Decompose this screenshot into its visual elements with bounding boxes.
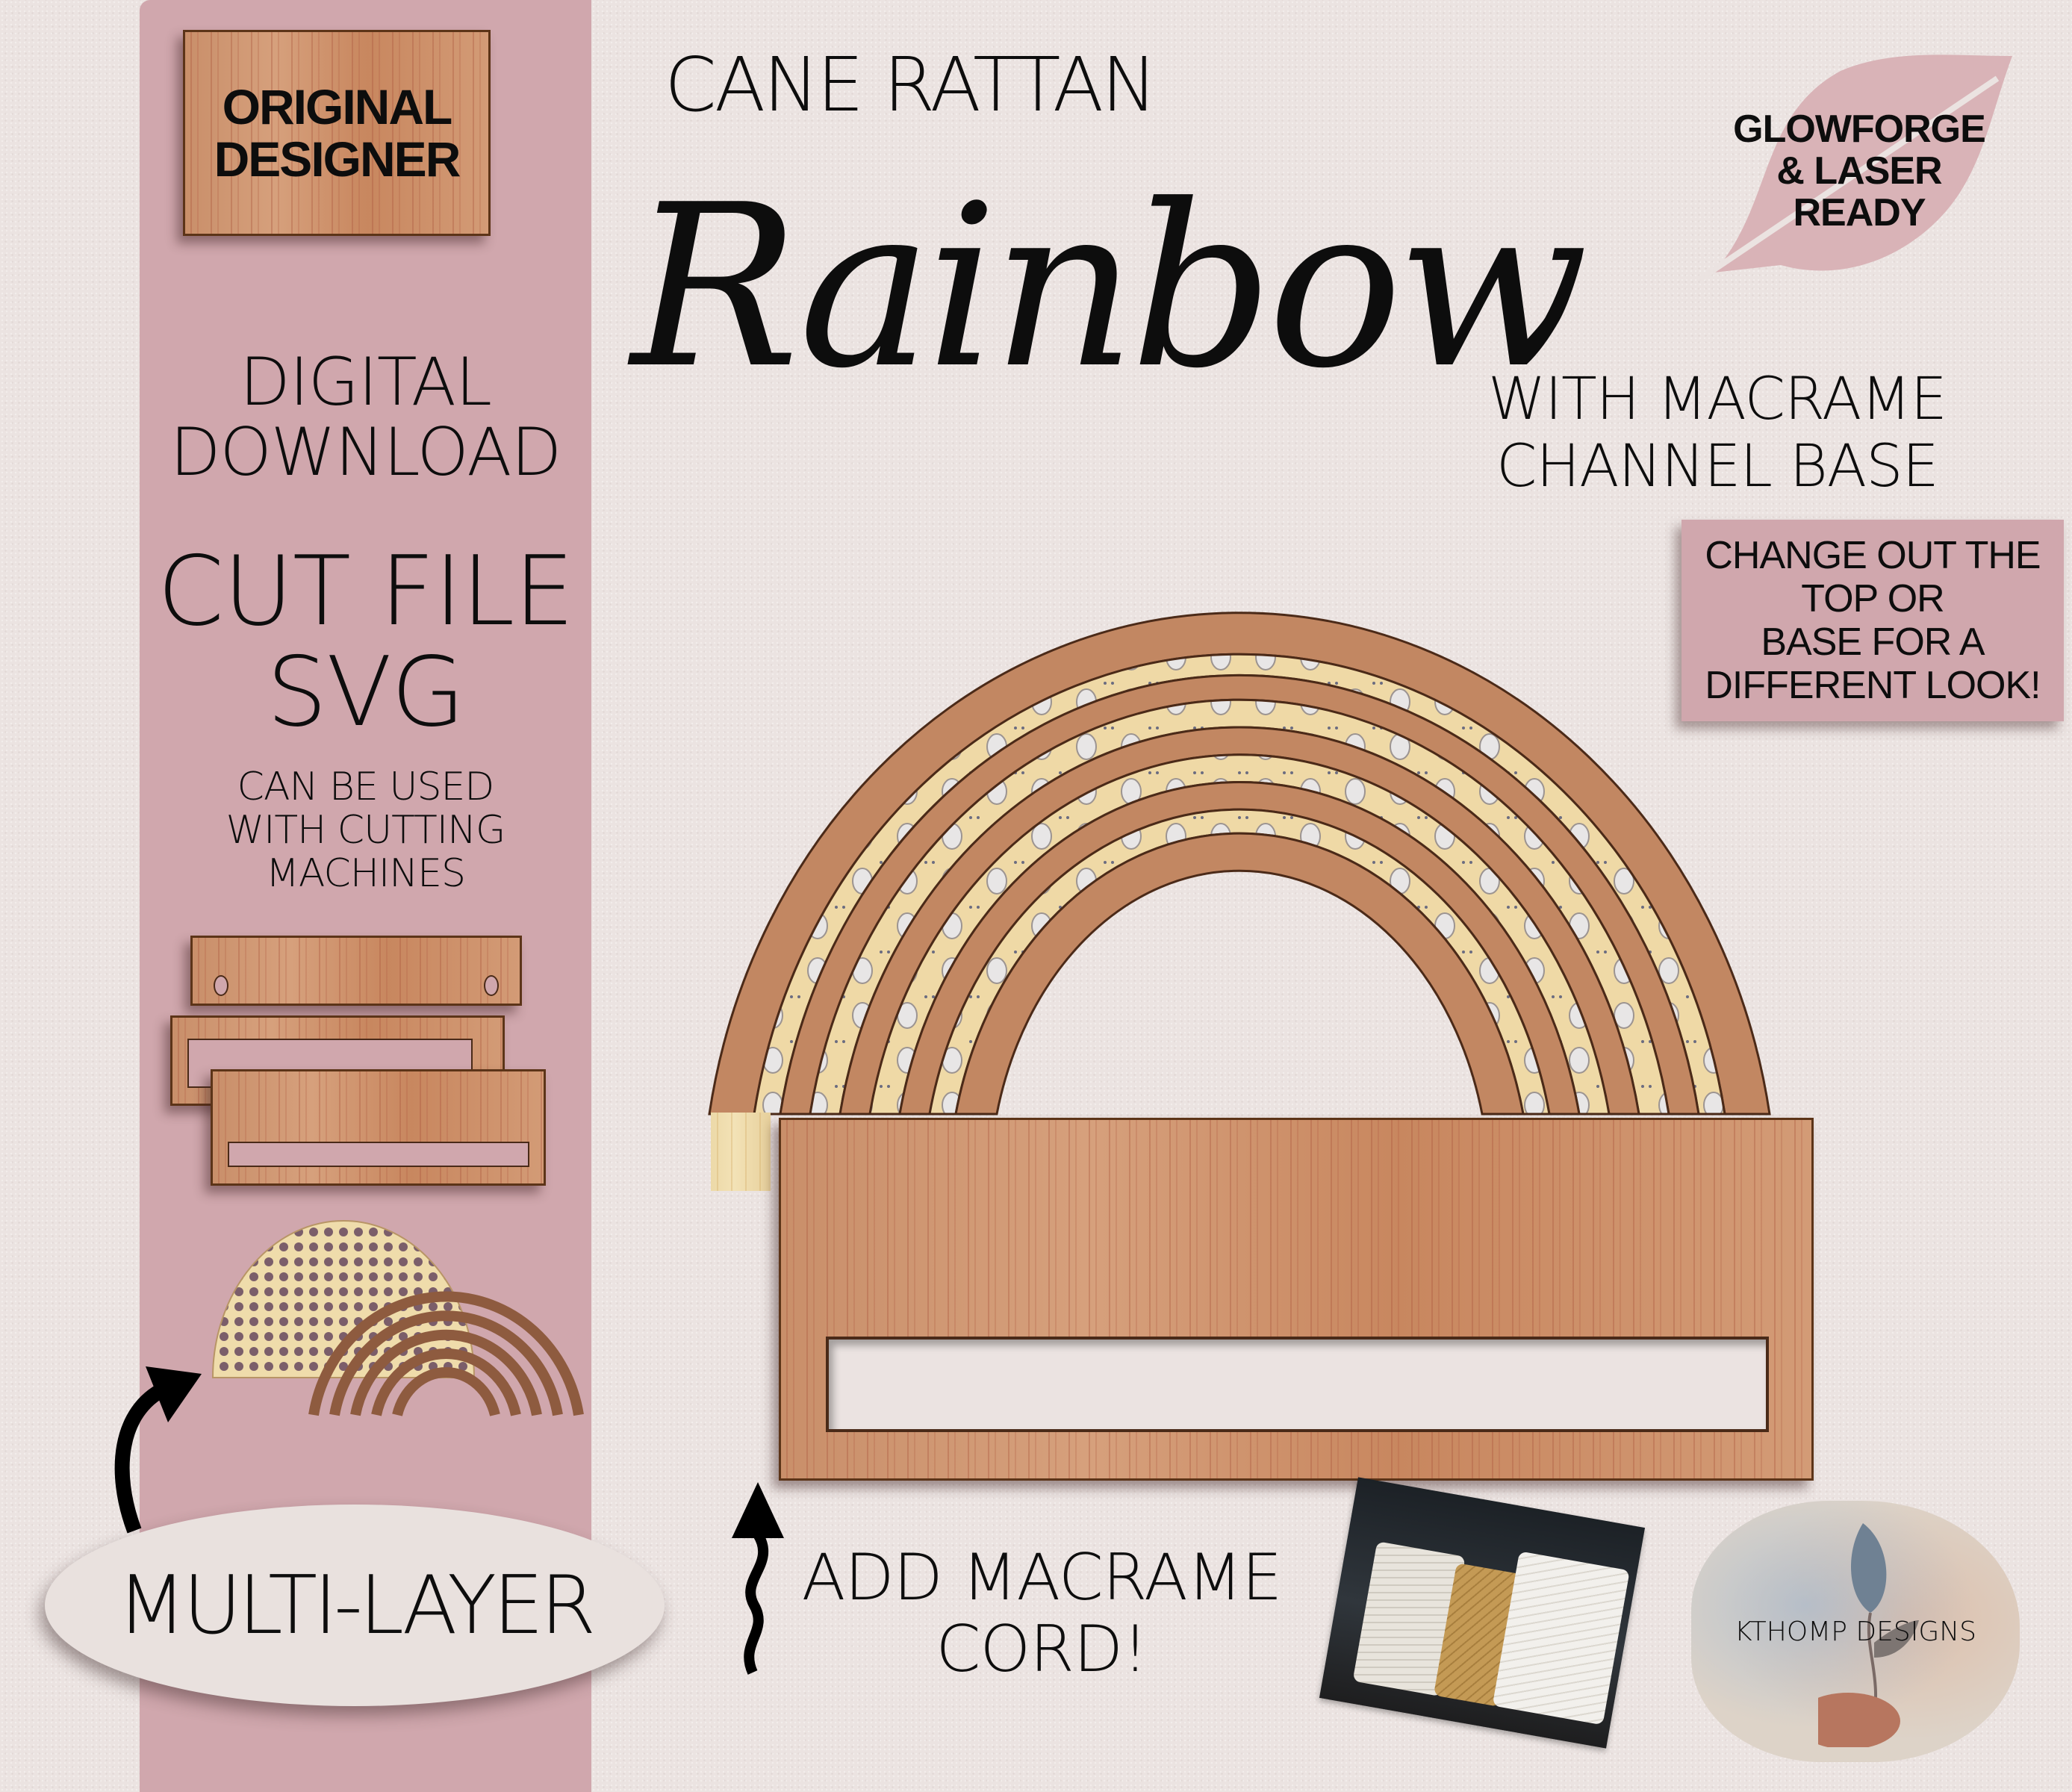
machines-note: CAN BE USED WITH CUTTING MACHINES [140,765,591,895]
cut-file-heading: CUT FILE SVG [140,541,591,743]
macrame-channel-slot [826,1337,1769,1432]
mini-rainbow-layers [211,1220,584,1416]
base-piece-mini [211,1069,546,1186]
curved-arrow-icon [114,1366,202,1534]
laser-ready-badge: GLOWFORGE & LASER READY [1710,108,2009,234]
machines-line-2: WITH CUTTING [225,808,506,853]
original-designer-text: ORIGINAL DESIGNER [214,79,461,187]
add-cord-callout: ADD MACRAME CORD! [788,1542,1295,1685]
sprout-icon [1818,1523,1919,1747]
original-designer-badge: ORIGINAL DESIGNER [183,30,491,236]
base-slot-mini [228,1142,529,1167]
multi-layer-badge: MULTI-LAYER [45,1505,665,1706]
change-line-1: CHANGE OUT THE [1705,534,2041,577]
title-rainbow-script: Rainbow [631,157,1588,417]
leaf-icon [1696,55,2012,283]
svg-text: SVG [267,637,465,748]
cut-file-text: CUT FILE [157,536,575,647]
multi-layer-text: MULTI-LAYER [116,1558,597,1652]
change-line-3: BASE FOR A [1761,620,1985,664]
change-out-note: CHANGE OUT THE TOP OR BASE FOR A DIFFERE… [1681,520,2064,721]
laser-line-3: READY [1793,191,1926,234]
brand-logo: KTHOMP DESIGNS [1691,1501,2020,1762]
callout-line-1: ADD MACRAME [801,1540,1283,1615]
digital-download-heading: DIGITAL DOWNLOAD [140,347,591,488]
tagline: WITH MACRAME CHANNEL BASE [1478,366,1956,500]
tagline-line-1: WITH MACRAME [1488,366,1947,433]
tagline-line-2: CHANNEL BASE [1496,433,1939,500]
keyhole-left-icon [214,975,228,996]
machines-line-1: CAN BE USED [237,765,495,809]
hanger-bar-piece [190,936,522,1006]
keyhole-right-icon [484,975,499,996]
laser-line-2: & LASER [1776,149,1942,193]
sidebar-panel [140,0,591,1792]
squiggle-arrow-icon [732,1482,784,1675]
main-rainbow [708,612,1771,1116]
cane-insert-edge [711,1113,771,1191]
machines-line-3: MACHINES [265,851,466,896]
subtitle-cane-rattan: CANE RATTAN [665,41,1157,128]
laser-line-1: GLOWFORGE [1733,108,1986,151]
change-line-2: TOP OR [1801,577,1944,620]
callout-line-2: CORD! [936,1612,1148,1687]
channel-base [779,1118,1814,1481]
download-text: DOWNLOAD [169,414,561,491]
brand-name: KTHOMP DESIGNS [1734,1616,1977,1647]
macrame-cord-photo [1319,1477,1646,1749]
change-line-4: DIFFERENT LOOK! [1705,664,2041,707]
digital-text: DIGITAL [239,343,492,420]
